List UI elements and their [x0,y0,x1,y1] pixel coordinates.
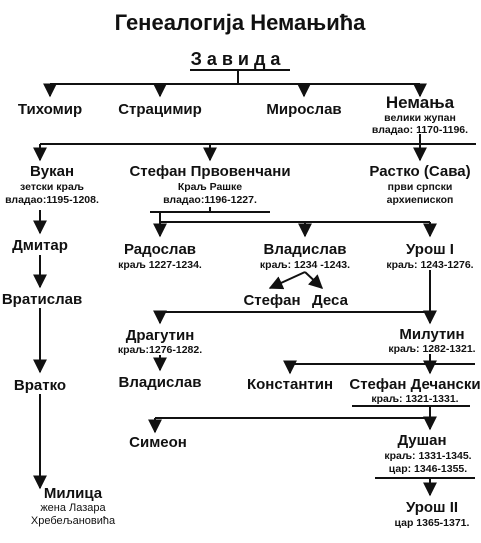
node-uros2: Урош II цар 1365-1371. [395,499,470,529]
node-sub: Краљ Рашке [178,181,242,193]
node-sub: Хребељановића [31,515,116,527]
node-vladislav1: Владислав краљ: 1234 -1243. [260,241,350,271]
node-stefan-dechanski: Стефан Дечански краљ: 1321-1331. [349,376,480,405]
node-name: Душан [397,432,446,449]
node-name: Немања [386,93,455,112]
node-name: Вукан [30,163,74,180]
node-sub: краљ: 1321-1331. [371,393,458,405]
node-sub: владао:1195-1208. [5,194,99,206]
node-desa: Деса [312,292,349,309]
node-tihomir: Тихомир [18,101,82,118]
node-rastko: Растко (Сава) први српски архиепископ [369,163,470,206]
node-name: Владислав [264,241,347,258]
node-name: Урош I [406,241,454,258]
node-name: Растко (Сава) [369,163,470,180]
node-radoslav: Радослав краљ 1227-1234. [118,241,202,271]
node-milica: Милица жена Лазара Хребељановића [31,485,116,527]
node-name: Милутин [399,326,464,343]
node-sub: краљ: 1243-1276. [386,259,473,271]
node-sub: краљ: 1234 -1243. [260,259,350,271]
node-vukan: Вукан зетски краљ владао:1195-1208. [5,163,99,206]
node-name: Вратислав [2,291,82,308]
node-uros1: Урош I краљ: 1243-1276. [386,241,473,271]
node-sub: велики жупан [384,112,456,124]
node-name: Владислав [119,374,202,391]
node-sub: краљ 1227-1234. [118,259,202,271]
node-name: Милица [44,485,103,502]
node-name: Симеон [129,434,187,451]
node-sub: архиепископ [387,194,454,206]
chart-title: Генеалогија Немањића [115,10,367,35]
node-sub: владао: 1170-1196. [372,124,468,136]
node-sub: краљ: 1282-1321. [388,343,475,355]
node-name: Страцимир [118,101,202,118]
node-nemanja: Немања велики жупан владао: 1170-1196. [372,93,468,136]
node-sub: цар 1365-1371. [395,517,470,529]
node-name: Мирослав [266,101,341,118]
node-name: Стефан Првовенчани [129,163,290,180]
node-stefan-son: Стефан [243,292,300,309]
node-vratislav: Вратислав [2,291,82,308]
node-name: Константин [247,376,333,393]
edge-to-stefan-s [268,271,306,290]
node-name: Стефан Дечански [349,376,480,393]
node-dusan: Душан краљ: 1331-1345. цар: 1346-1355. [384,432,471,475]
root-zavida: Завида [191,49,286,69]
node-stefan-prvovenchani: Стефан Првовенчани Краљ Рашке владао:119… [129,163,290,206]
node-name: Дмитар [12,237,68,254]
node-stracimir: Страцимир [118,101,202,118]
node-milutin: Милутин краљ: 1282-1321. [388,326,475,355]
node-name: Тихомир [18,101,82,118]
node-dmitar: Дмитар [12,237,68,254]
node-name: Драгутин [126,327,195,344]
node-sub: владао:1196-1227. [163,194,257,206]
edge-to-desa [304,271,324,289]
node-name: Деса [312,292,349,309]
node-name: Вратко [14,377,66,394]
node-vladislav2: Владислав [119,374,202,391]
node-vratko: Вратко [14,377,66,394]
node-name: Стефан [243,292,300,309]
node-sub: жена Лазара [40,502,106,514]
node-konstantin: Константин [247,376,333,393]
node-sub: први српски [388,181,453,193]
node-name: Урош II [406,499,458,516]
node-simeon: Симеон [129,434,187,451]
tree-edges [33,69,476,497]
node-miroslav: Мирослав [266,101,341,118]
node-name: Радослав [124,241,196,258]
node-dragutin: Драгутин краљ:1276-1282. [118,327,202,356]
node-sub: цар: 1346-1355. [389,463,467,475]
node-sub: зетски краљ [20,181,84,193]
node-sub: краљ:1276-1282. [118,344,202,356]
node-sub: краљ: 1331-1345. [384,450,471,462]
